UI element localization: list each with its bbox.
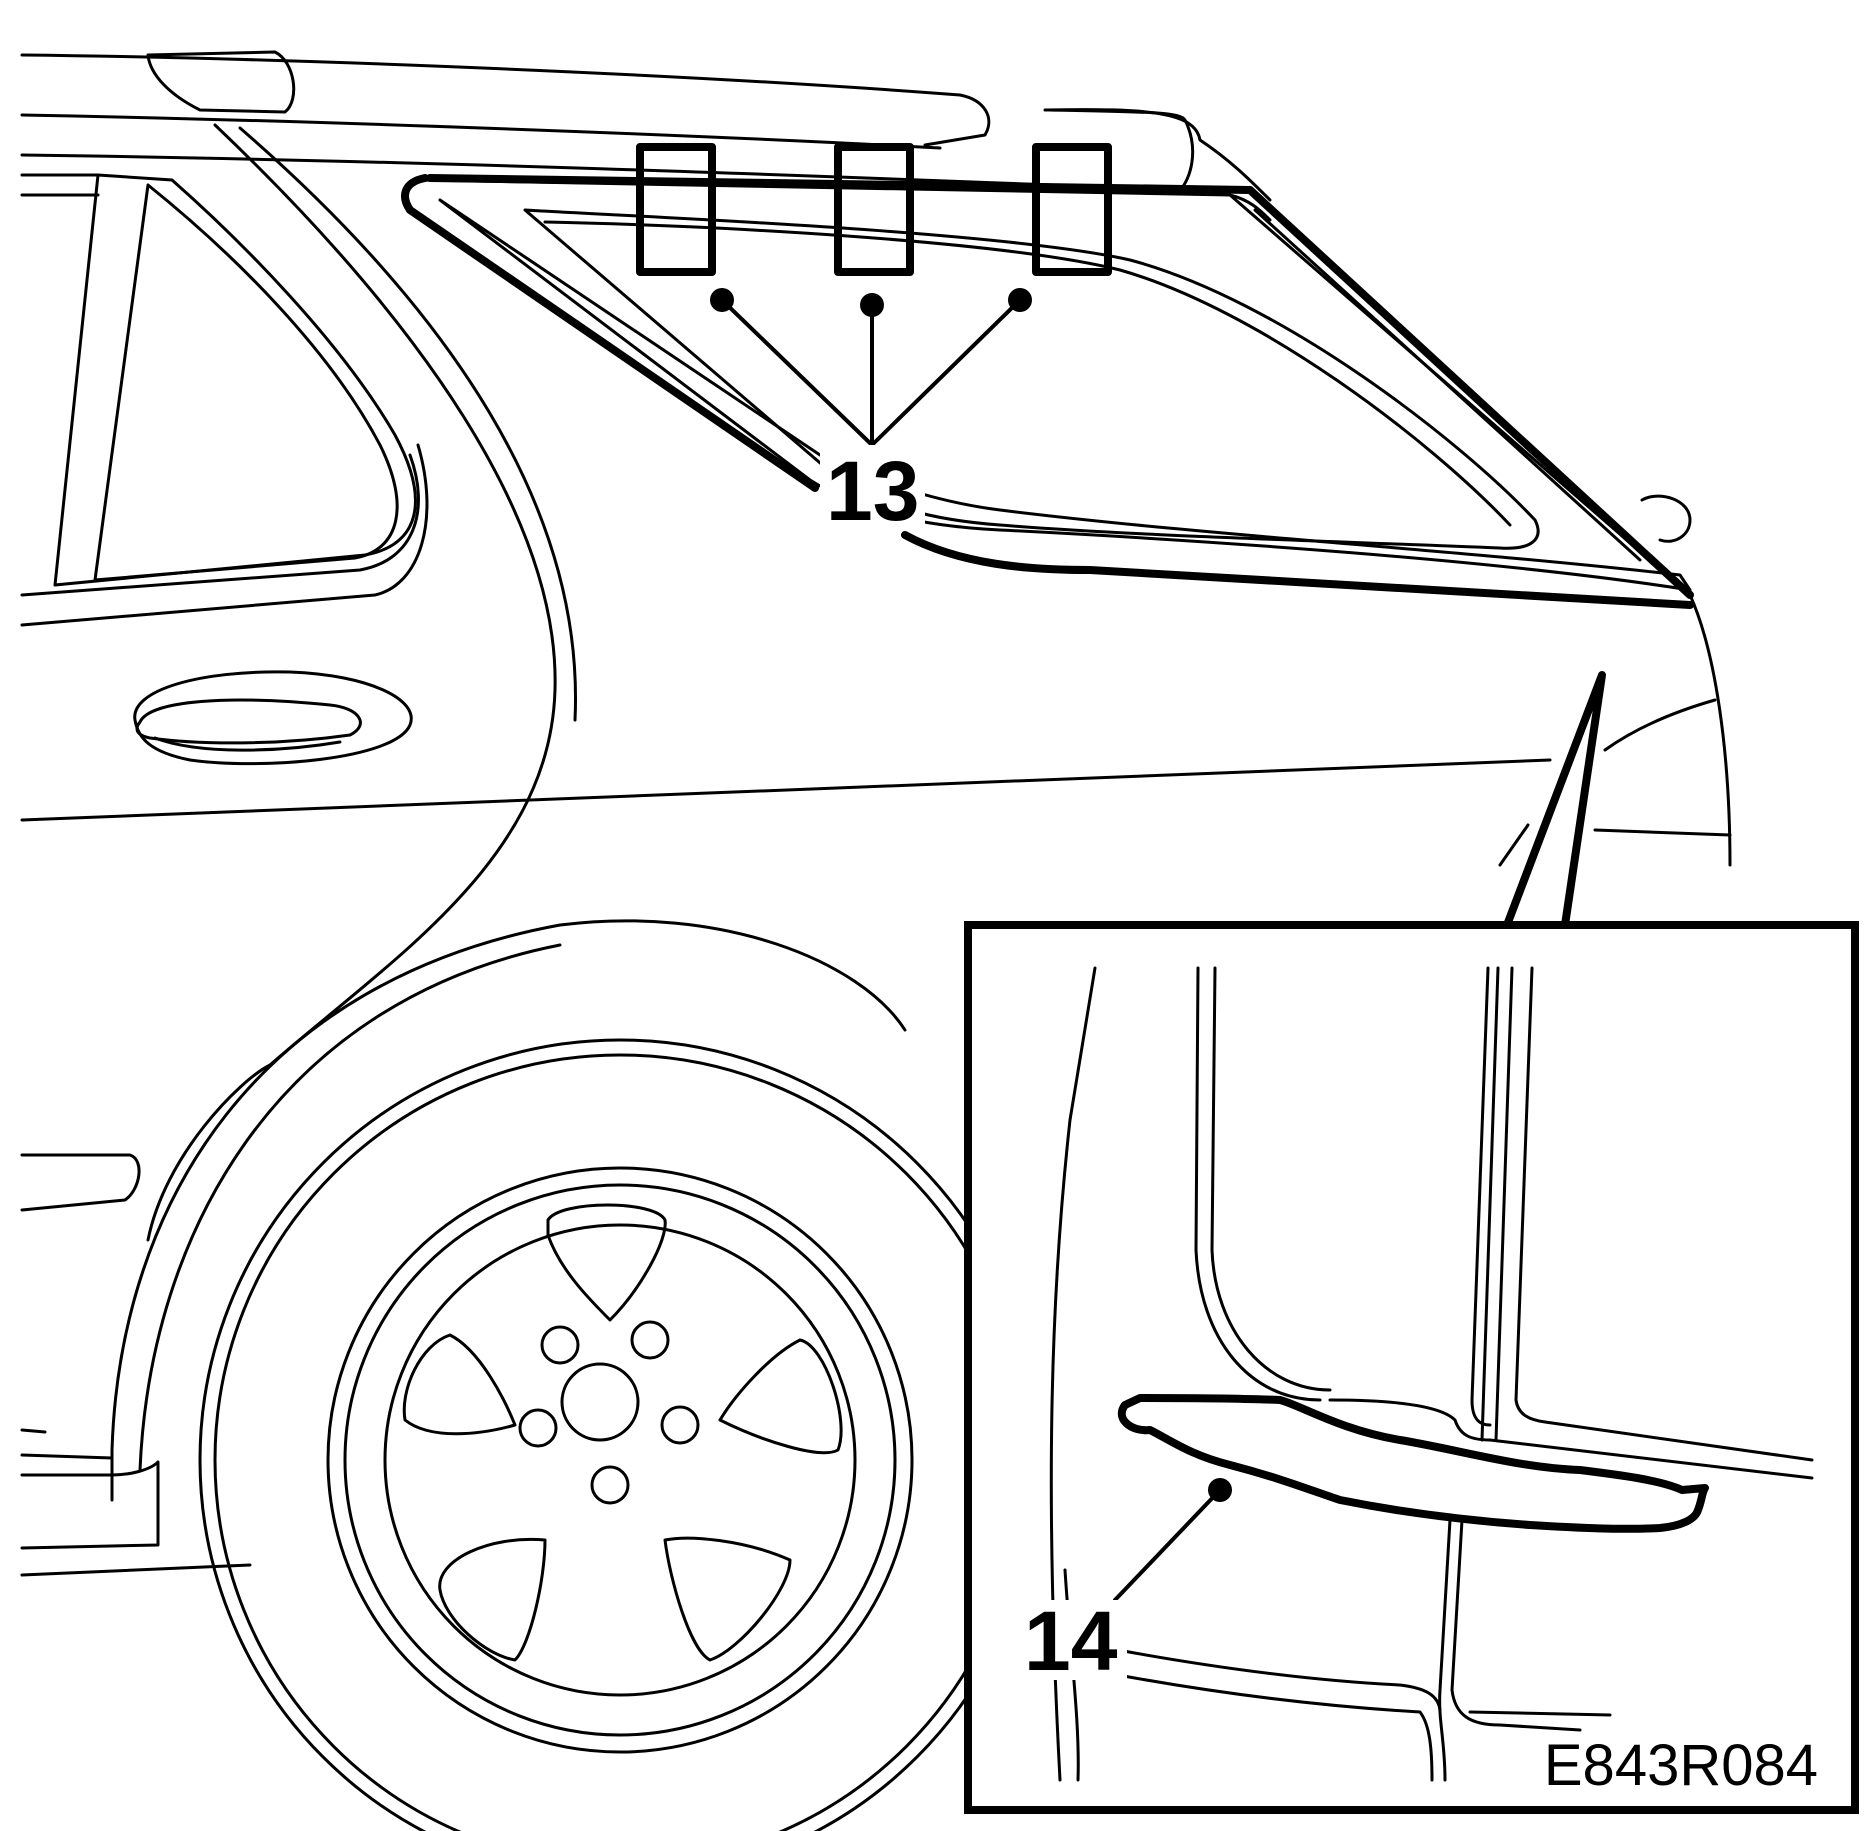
inset-vertical-4 — [1514, 966, 1547, 1424]
door-handle — [135, 698, 362, 745]
rim-outer-2 — [343, 1183, 897, 1737]
spoke-window-right — [718, 1338, 843, 1455]
wheel-hub — [560, 1362, 640, 1442]
tyre-outer-2 — [213, 1053, 1027, 1831]
door-frame-line-2 — [20, 443, 429, 627]
inset-lower-vertical-1 — [1438, 1518, 1452, 1782]
detail-pointer-outline — [1503, 671, 1606, 929]
bumper-line — [20, 1563, 252, 1577]
rear-spoiler-bump — [1640, 494, 1692, 543]
wheel-arch-outer — [110, 919, 907, 1502]
inset-lower-vertical-2 — [1450, 1518, 1582, 1732]
door-frame-left — [20, 173, 100, 197]
leader-line-13-1 — [720, 298, 874, 447]
door-handle-lower — [153, 736, 342, 752]
roof-rail-lower — [20, 113, 942, 150]
rear-glass-edge-2 — [1253, 208, 1642, 562]
inset-vertical-2 — [1480, 966, 1500, 1442]
tape-piece-3 — [1032, 143, 1112, 276]
antenna-base — [146, 50, 296, 114]
body-character-line — [20, 758, 1552, 822]
inset-horizontal-3 — [1488, 1438, 1814, 1480]
inset-bottom-line-1 — [1116, 1648, 1442, 1712]
door-handle-recess — [133, 670, 413, 766]
tape-pieces — [636, 143, 1112, 276]
lug-nut-2 — [630, 1320, 670, 1360]
detail-pointer-hint — [1498, 823, 1530, 867]
arch-lip — [146, 1063, 272, 1242]
spoke-window-top — [546, 1203, 667, 1322]
tail-lamp-curve — [1603, 698, 1717, 752]
inset-vertical-1 — [1470, 966, 1492, 1427]
rear-corner-line — [1688, 593, 1732, 867]
detail-inset-frame — [964, 921, 1859, 1814]
wheel-arch-inner-line — [138, 943, 562, 1472]
lug-nut-4 — [660, 1405, 700, 1445]
inset-vertical-3 — [1494, 966, 1514, 1442]
rim-inner — [383, 1223, 857, 1697]
callout-13-bg — [820, 445, 925, 525]
inset-curve-inner — [1210, 966, 1332, 1392]
tail-lamp-line — [1593, 828, 1732, 837]
door-rear-edge — [213, 123, 557, 1067]
spoke-window-left — [402, 1333, 517, 1436]
inset-bottom-line-3 — [1468, 1710, 1612, 1717]
callout-13-label: 13 — [826, 444, 919, 538]
adhesive-pad — [1117, 1394, 1709, 1533]
roof-rail-end — [1043, 108, 1272, 202]
rim-outer — [326, 1166, 914, 1754]
leader-line-14 — [1113, 1488, 1222, 1602]
side-marker — [20, 1153, 141, 1212]
detail-inset-lines — [1049, 966, 1814, 1782]
seal-strip-bottom — [901, 531, 1694, 609]
inset-horizontal-1 — [1328, 1398, 1492, 1442]
leader-line-13-3 — [870, 298, 1022, 447]
door-rear-edge-2 — [238, 126, 578, 722]
seal-strip-rear — [1246, 186, 1694, 599]
inset-left-edge-2 — [1063, 1568, 1080, 1782]
inset-curve-outer — [1194, 966, 1322, 1402]
quarter-window-glass — [523, 208, 1540, 550]
callout-14-bg — [1022, 1600, 1127, 1680]
sill-lower — [20, 1460, 160, 1550]
spoke-window-bottom-right — [663, 1536, 792, 1662]
detail-pointer — [1498, 671, 1606, 929]
rear-wheel — [198, 1038, 1042, 1831]
door-frame-line — [20, 453, 420, 597]
figure-code: E843R084 — [1544, 1733, 1818, 1798]
rear-door-window-inner — [93, 183, 399, 582]
inset-bottom-line-2 — [1116, 1673, 1434, 1782]
lug-nut-3 — [518, 1408, 558, 1448]
leader-lines-13 — [710, 288, 1032, 447]
roof-rail — [20, 53, 991, 147]
callout-14-label: 14 — [1024, 1594, 1118, 1688]
car-body-outline — [20, 50, 1732, 1577]
spoke-window-bottom-left — [438, 1537, 547, 1662]
quarter-window — [401, 174, 1694, 609]
lug-nut-5 — [590, 1465, 630, 1505]
sill-upper — [20, 1428, 114, 1460]
seal-strip-left-corner — [401, 174, 819, 492]
rear-door-window-outer — [53, 173, 417, 587]
tape-piece-1 — [636, 143, 716, 276]
tape-piece-2 — [834, 143, 914, 276]
inset-horizontal-2 — [1543, 1420, 1814, 1462]
lug-nut-1 — [540, 1325, 580, 1365]
quarter-window-glass-inner — [543, 220, 1512, 527]
